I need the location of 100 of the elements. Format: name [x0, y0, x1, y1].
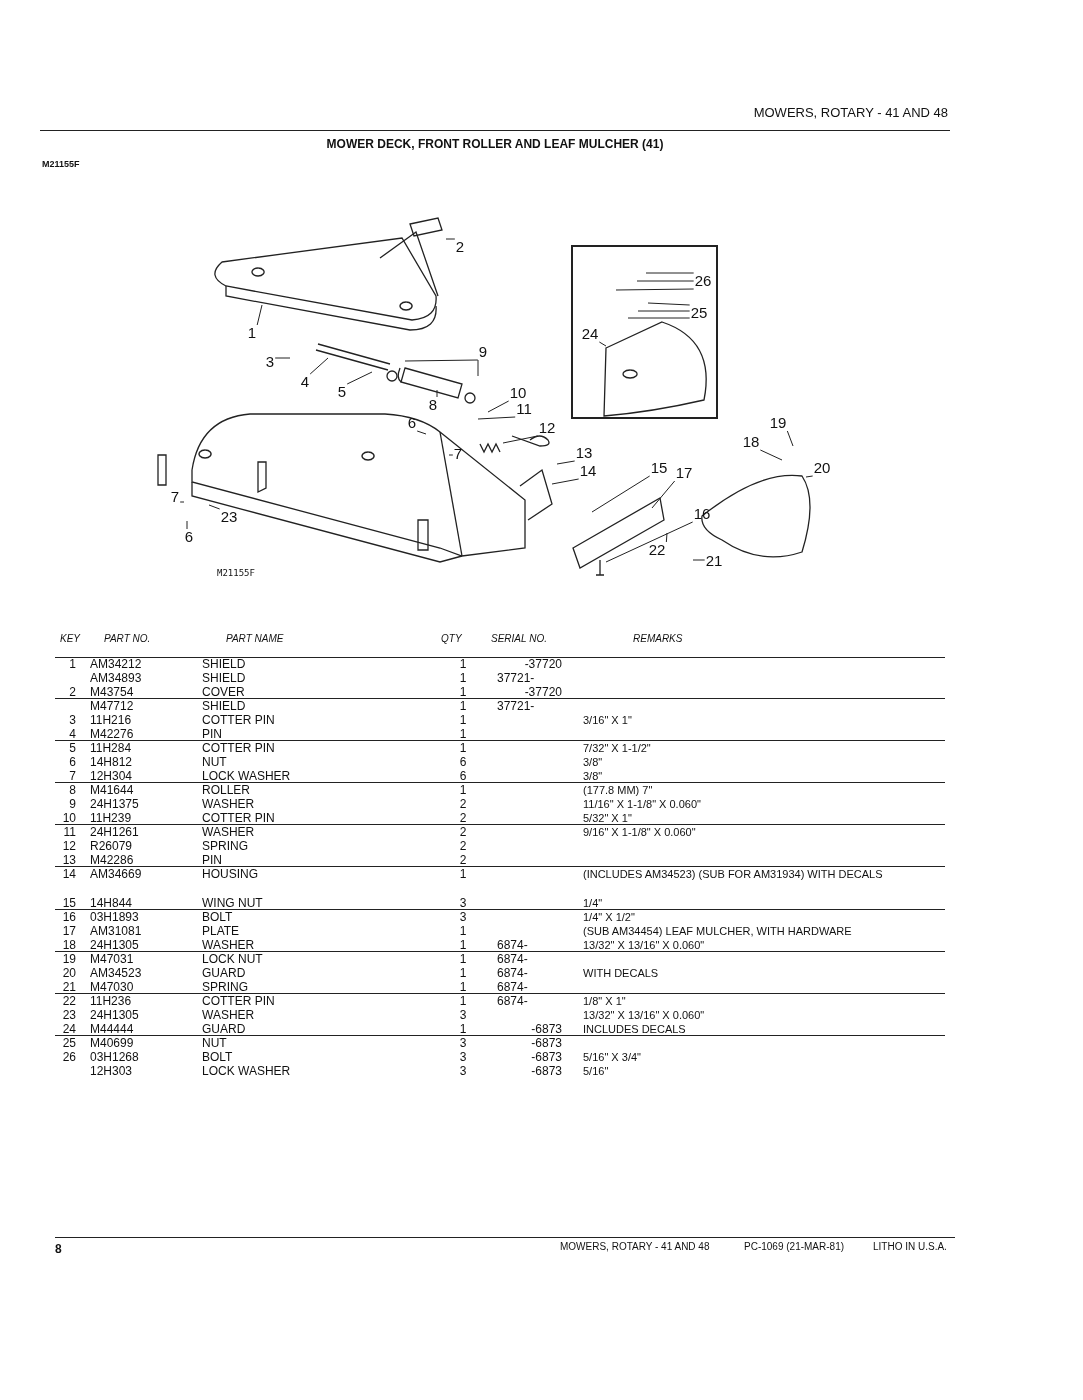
remarks-text: 13/32" X 13/16" X 0.060": [583, 1008, 705, 1022]
part-number: M43754: [90, 685, 134, 699]
part-number: M40699: [90, 1036, 134, 1050]
callout-number: 9: [477, 344, 489, 360]
key-number: 4: [69, 727, 76, 741]
quantity: 1: [459, 783, 467, 797]
leader-line: [445, 238, 456, 240]
remarks-text: (177.8 MM) 7": [583, 783, 653, 797]
remarks-text: 5/16": [583, 1064, 609, 1078]
part-number: M41644: [90, 783, 134, 797]
remarks-text: 9/16" X 1-1/8" X 0.060": [583, 825, 696, 839]
quantity: 2: [459, 825, 467, 839]
callout-number: 3: [264, 354, 276, 370]
column-header: PART NAME: [226, 632, 284, 646]
part-name: COTTER PIN: [202, 994, 275, 1008]
leader-line: [636, 280, 695, 282]
remarks-text: 5/32" X 1": [583, 811, 632, 825]
part-name: WASHER: [202, 938, 255, 952]
part-name: PLATE: [202, 924, 240, 938]
callout-number: 24: [580, 326, 600, 342]
part-number: 24H1305: [90, 1008, 139, 1022]
callout-number: 26: [693, 273, 713, 289]
leader-line: [416, 430, 427, 435]
quantity: 3: [459, 910, 467, 924]
leader-line: [477, 359, 479, 377]
callout-number: 20: [812, 460, 832, 476]
column-header: QTY: [441, 632, 462, 646]
part-name: NUT: [202, 755, 227, 769]
part-number: R26079: [90, 839, 133, 853]
part-number: 03H1268: [90, 1050, 139, 1064]
quantity: 1: [459, 952, 467, 966]
part-number: AM34523: [90, 966, 142, 980]
quantity: 1: [459, 727, 467, 741]
part-number: 11H284: [90, 741, 132, 755]
callout-number: 7: [169, 489, 181, 505]
part-name: SHIELD: [202, 657, 246, 671]
key-number: 23: [62, 1008, 76, 1022]
serial-number: 6874-: [497, 938, 528, 952]
leader-line: [551, 478, 580, 485]
part-number: 24H1375: [90, 797, 139, 811]
key-number: 2: [69, 685, 76, 699]
page-title: MOWER DECK, FRONT ROLLER AND LEAF MULCHER (41): [326, 137, 664, 151]
part-name: PIN: [202, 853, 222, 867]
callout-number: 15: [649, 460, 669, 476]
key-number: 21: [62, 980, 76, 994]
leader-line: [179, 501, 185, 503]
remarks-text: 1/8" X 1": [583, 994, 626, 1008]
remarks-text: 1/4": [583, 896, 603, 910]
part-number: 24H1305: [90, 938, 139, 952]
part-name: SPRING: [202, 980, 248, 994]
callout-number: 23: [219, 509, 239, 525]
quantity: 3: [459, 1050, 467, 1064]
part-number: 12H304: [90, 769, 133, 783]
quantity: 3: [459, 1036, 467, 1050]
key-number: 8: [69, 783, 76, 797]
serial-number: -6873: [531, 1022, 562, 1036]
key-number: 24: [62, 1022, 76, 1036]
callout-number: 21: [704, 553, 724, 569]
part-number: 14H812: [90, 755, 133, 769]
leader-line: [346, 371, 373, 385]
key-number: 22: [62, 994, 76, 1008]
callout-number: 17: [674, 465, 694, 481]
quantity: 6: [459, 755, 467, 769]
leader-line: [274, 357, 291, 359]
part-name: SHIELD: [202, 699, 246, 713]
callout-number: 19: [768, 415, 788, 431]
part-name: LOCK WASHER: [202, 769, 291, 783]
callout-number: 6: [183, 529, 195, 545]
part-name: BOLT: [202, 1050, 233, 1064]
part-number: M44444: [90, 1022, 134, 1036]
serial-number: -37720: [524, 657, 562, 671]
key-number: 18: [62, 938, 76, 952]
remarks-text: (INCLUDES AM34523) (SUB FOR AM31934) WITH DECALS: [583, 867, 884, 881]
leader-line: [615, 288, 695, 291]
part-name: WASHER: [202, 825, 255, 839]
key-number: 20: [62, 966, 76, 980]
key-number: 17: [62, 924, 76, 938]
part-name: GUARD: [202, 966, 246, 980]
serial-number: -6873: [531, 1064, 562, 1078]
leader-line: [647, 302, 691, 306]
serial-number: -6873: [531, 1036, 562, 1050]
inset-frame: [571, 245, 718, 419]
part-number: M47031: [90, 952, 134, 966]
remarks-text: 1/4" X 1/2": [583, 910, 635, 924]
leader-line: [404, 359, 479, 362]
leader-line: [598, 341, 607, 347]
part-name: LOCK WASHER: [202, 1064, 291, 1078]
column-header: PART NO.: [104, 632, 151, 646]
remarks-text: 13/32" X 13/16" X 0.060": [583, 938, 705, 952]
part-number: M47030: [90, 980, 134, 994]
quantity: 2: [459, 839, 467, 853]
part-name: COTTER PIN: [202, 713, 275, 727]
footer-text: MOWERS, ROTARY - 41 AND 48: [560, 1240, 710, 1254]
key-number: 5: [69, 741, 76, 755]
callout-number: 7: [452, 446, 464, 462]
leader-line: [556, 460, 576, 465]
quantity: 2: [459, 811, 467, 825]
callout-number: 6: [406, 415, 418, 431]
callout-number: 10: [508, 385, 528, 401]
part-name: WING NUT: [202, 896, 263, 910]
